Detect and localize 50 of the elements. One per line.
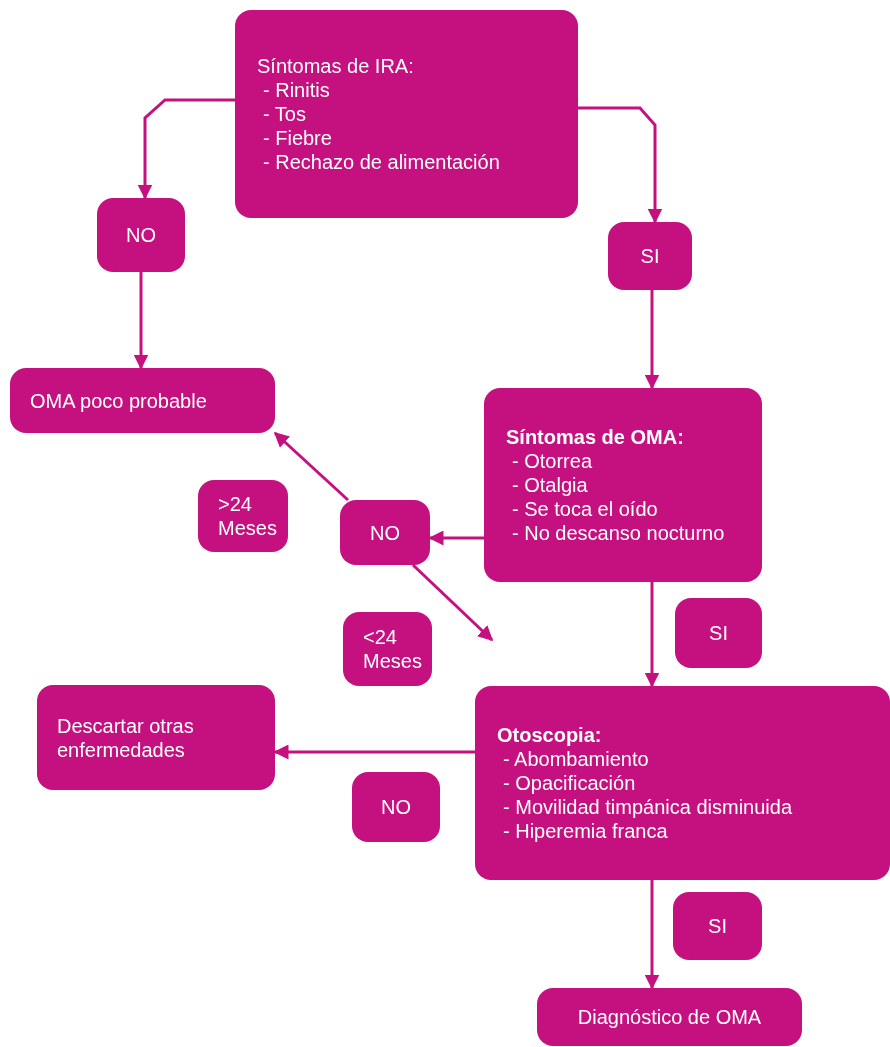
arrow [133, 272, 149, 370]
label-box [10, 368, 275, 433]
arrow [644, 290, 660, 390]
box-label: NO [126, 223, 156, 247]
list-item: - Otorrea [511, 449, 594, 473]
box-label: Descartar otras enfermedades [56, 713, 195, 762]
process-box [475, 686, 890, 880]
box-heading: Síntomas de IRA: [257, 54, 415, 78]
arrow [273, 431, 349, 502]
box-label: >24 Meses [217, 492, 278, 540]
box-label: OMA poco probable [29, 388, 207, 413]
list-item: - Fiebre [262, 126, 333, 150]
label-box [608, 222, 692, 290]
box-label: Diagnóstico de OMA [577, 1005, 762, 1029]
process-box [235, 10, 578, 218]
list-item: - Rechazo de alimentación [262, 150, 501, 174]
list-item: - Hiperemia franca [502, 819, 669, 843]
list-item: - Tos [262, 102, 307, 126]
label-box [675, 598, 762, 668]
box-label: SI [709, 621, 728, 645]
arrow [137, 98, 235, 200]
list-item: - Movilidad timpánica disminuida [502, 795, 793, 819]
list-item: - Abombamiento [502, 747, 650, 771]
list-item: - Rinitis [262, 78, 331, 102]
box-label: <24 Meses [362, 625, 423, 673]
box-label: SI [708, 914, 727, 938]
box-heading: Otoscopia: [497, 723, 603, 747]
list-item: - Opacificación [502, 771, 637, 795]
box-heading: Síntomas de OMA: [506, 425, 685, 449]
arrow [578, 106, 663, 224]
label-box [198, 480, 288, 552]
box-label: NO [370, 520, 400, 545]
list-item: - Otalgia [511, 473, 589, 497]
label-box [340, 500, 430, 565]
label-box [97, 198, 185, 272]
list-item: - Se toca el oído [511, 497, 659, 521]
label-box [537, 988, 802, 1046]
list-item: - No descanso nocturno [511, 521, 726, 545]
arrow [428, 530, 484, 546]
label-box [673, 892, 762, 960]
label-box [343, 612, 432, 686]
arrow [411, 563, 494, 642]
arrow [644, 880, 660, 990]
label-box [352, 772, 440, 842]
label-box [37, 685, 275, 790]
arrow [644, 582, 660, 688]
arrow [273, 744, 475, 760]
box-label: NO [381, 795, 411, 819]
box-label: SI [640, 244, 660, 268]
process-box [484, 388, 762, 582]
